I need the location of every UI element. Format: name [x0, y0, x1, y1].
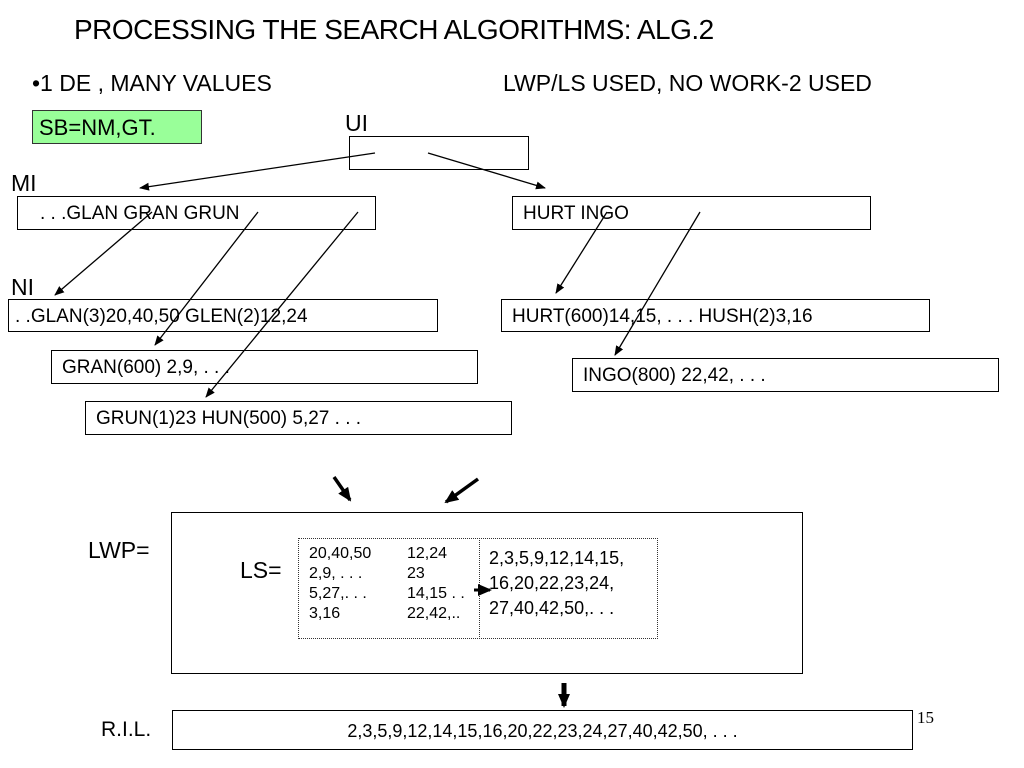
arrow-into-lwp-right	[444, 477, 480, 504]
ni-box-gran: GRAN(600) 2,9, . . .	[51, 350, 478, 384]
ls-table: 20,40,50 2,9, . . . 5,27,. . . 3,16 12,2…	[298, 538, 480, 639]
lwp-box	[171, 512, 803, 674]
ni-label: NI	[11, 274, 34, 300]
ni-box-glan: . .GLAN(3)20,40,50 GLEN(2)12,24	[8, 299, 438, 332]
ls-column-1: 20,40,50 2,9, . . . 5,27,. . . 3,16	[309, 544, 371, 624]
ls-cell: 12,24	[407, 545, 448, 562]
bullet-one-de: •1 DE , MANY VALUES	[32, 70, 272, 96]
arrow-ui-to-mi-right	[427, 152, 546, 190]
ls-cell: 3,16	[309, 605, 341, 622]
arrow-glan	[54, 211, 153, 296]
page-number: 15	[917, 708, 934, 727]
ril-label: R.I.L.	[101, 718, 152, 741]
merged-line: 2,3,5,9,12,14,15,	[489, 548, 625, 568]
mi-label: MI	[11, 170, 37, 196]
ui-label: UI	[345, 110, 368, 136]
arrow-ui-to-mi-left	[139, 152, 376, 191]
arrow-grun	[205, 211, 359, 398]
merged-line: 16,20,22,23,24,	[489, 573, 615, 593]
usage-note: LWP/LS USED, NO WORK-2 USED	[503, 70, 872, 96]
slide-title: PROCESSING THE SEARCH ALGORITHMS: ALG.2	[74, 14, 714, 45]
ls-column-2: 12,24 23 14,15 . . 22,42,..	[407, 544, 465, 624]
arrow-into-lwp-left	[332, 476, 352, 502]
ls-cell: 14,15 . .	[407, 585, 465, 602]
arrow-ingo	[614, 211, 701, 356]
mi-box-left: . . .GLAN GRAN GRUN	[17, 196, 376, 230]
merged-list: 2,3,5,9,12,14,15, 16,20,22,23,24, 27,40,…	[489, 546, 624, 621]
lwp-label: LWP=	[88, 537, 150, 563]
ui-box	[349, 136, 529, 170]
ni-box-hurt: HURT(600)14,15, . . . HUSH(2)3,16	[501, 299, 930, 332]
ls-cell: 5,27,. . .	[309, 585, 367, 602]
ni-box-ingo: INGO(800) 22,42, . . .	[572, 358, 999, 392]
ls-cell: 2,9, . . .	[309, 565, 363, 582]
ls-label: LS=	[240, 557, 282, 583]
ls-cell: 23	[407, 565, 425, 582]
sb-badge: SB=NM,GT.	[32, 110, 202, 144]
merged-line: 27,40,42,50,. . .	[489, 598, 615, 618]
ls-cell: 20,40,50	[309, 545, 372, 562]
ril-box: 2,3,5,9,12,14,15,16,20,22,23,24,27,40,42…	[172, 710, 913, 750]
arrow-hurt	[555, 211, 608, 294]
ls-cell: 22,42,..	[407, 605, 461, 622]
arrow-gran	[154, 211, 259, 346]
ni-box-grun: GRUN(1)23 HUN(500) 5,27 . . .	[85, 401, 512, 435]
